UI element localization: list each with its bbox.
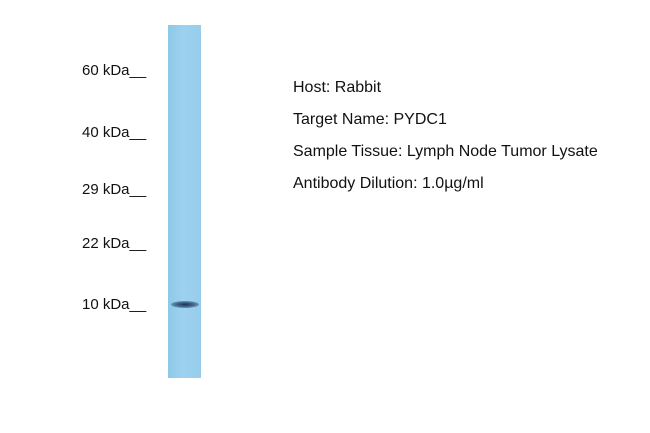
antibody-dilution-label: Antibody Dilution: 1.0µg/ml	[293, 175, 484, 192]
marker-29-kda: 29 kDa__	[82, 181, 147, 198]
sample-tissue-label: Sample Tissue: Lymph Node Tumor Lysate	[293, 143, 598, 160]
marker-40-kda: 40 kDa__	[82, 124, 147, 141]
blot-lane	[168, 25, 201, 378]
marker-22-kda: 22 kDa__	[82, 235, 147, 252]
target-name-label: Target Name: PYDC1	[293, 111, 447, 128]
marker-60-kda: 60 kDa__	[82, 62, 147, 79]
host-label: Host: Rabbit	[293, 79, 382, 96]
protein-band	[171, 301, 199, 308]
marker-10-kda: 10 kDa__	[82, 296, 147, 313]
